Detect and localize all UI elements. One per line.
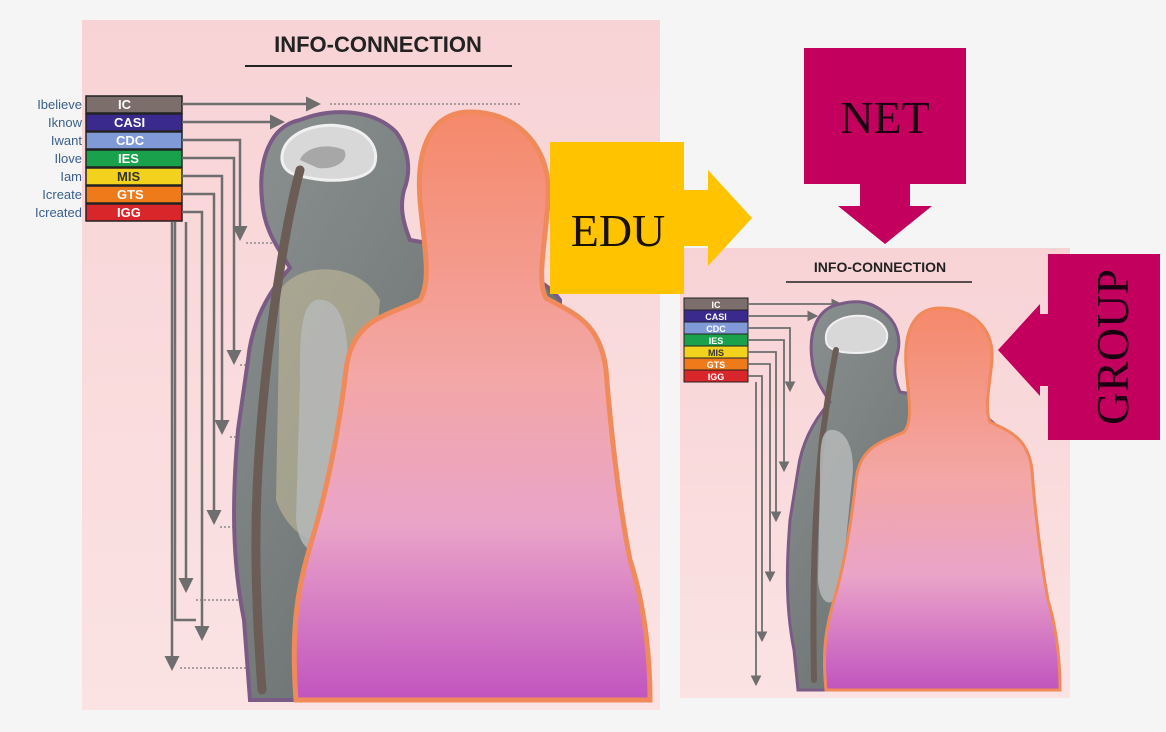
small-code-mis: MIS <box>708 348 724 358</box>
small-code-cdc: CDC <box>706 324 726 334</box>
small-panel-title: INFO-CONNECTION <box>814 259 946 275</box>
group-label: GROUP <box>1087 269 1138 425</box>
main-code-legend: IC CASI CDC IES MIS GTS IGG Ibelieve Ikn… <box>35 96 182 221</box>
code-gts-label: GTS <box>117 187 144 202</box>
small-code-gts: GTS <box>707 360 726 370</box>
net-arrow-head <box>838 184 932 244</box>
small-code-legend: IC CASI CDC IES MIS GTS IGG <box>684 298 748 382</box>
prefix-icreated: Icreated <box>35 205 82 220</box>
code-ic-label: IC <box>118 97 132 112</box>
prefix-ibelieve: Ibelieve <box>37 97 82 112</box>
main-panel: INFO-CONNECTION IC CASI CDC IES MIS GTS … <box>35 20 660 710</box>
code-ic-box <box>86 96 182 113</box>
small-code-casi: CASI <box>705 312 727 322</box>
prefix-iknow: Iknow <box>48 115 83 130</box>
prefix-iam: Iam <box>60 169 82 184</box>
small-code-ies: IES <box>709 336 724 346</box>
small-code-igg: IGG <box>708 372 725 382</box>
edu-label: EDU <box>571 205 666 256</box>
main-panel-title: INFO-CONNECTION <box>274 32 482 57</box>
code-igg-label: IGG <box>117 205 141 220</box>
code-ies-label: IES <box>118 151 139 166</box>
prefix-iwant: Iwant <box>51 133 82 148</box>
prefix-ilove: Ilove <box>55 151 82 166</box>
code-mis-label: MIS <box>117 169 140 184</box>
prefix-icreate: Icreate <box>42 187 82 202</box>
small-code-ic: IC <box>712 300 722 310</box>
code-cdc-label: CDC <box>116 133 145 148</box>
code-casi-label: CASI <box>114 115 145 130</box>
net-label: NET <box>840 92 929 143</box>
net-arrow: NET <box>804 48 966 244</box>
small-panel: INFO-CONNECTION IC CASI CDC IES MIS GTS … <box>680 248 1070 698</box>
